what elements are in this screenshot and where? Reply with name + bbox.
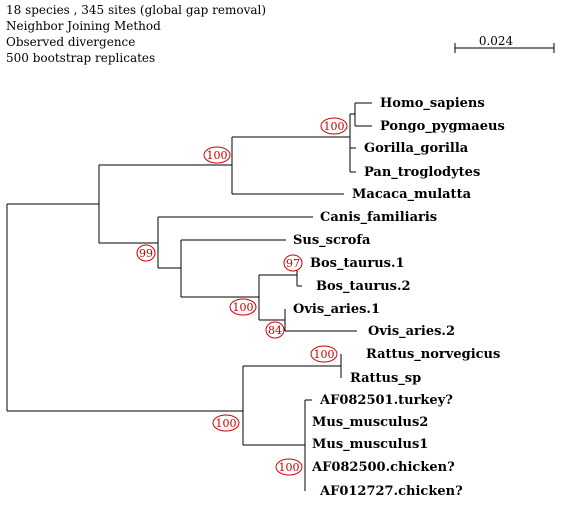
- bootstrap-value: 100: [320, 117, 348, 135]
- svg-text:97: 97: [286, 257, 300, 270]
- svg-text:100: 100: [233, 301, 254, 314]
- taxon-label: Canis_familiaris: [320, 210, 437, 225]
- taxon-label: Gorilla_gorilla: [364, 141, 469, 156]
- divergence-text: Observed divergence: [6, 35, 136, 49]
- bootstrap-value: 100: [229, 298, 257, 316]
- taxon-label: Homo_sapiens: [380, 96, 485, 111]
- tree-info: 18 species , 345 sites (global gap remov…: [6, 2, 266, 66]
- svg-text:99: 99: [139, 247, 153, 260]
- bootstrap-value: 100: [310, 345, 338, 363]
- species-sites-text: 18 species , 345 sites (global gap remov…: [6, 3, 267, 17]
- bootstrap-value: 100: [203, 146, 231, 164]
- taxon-label: AF082500.chicken?: [311, 460, 455, 475]
- bootstrap-value: 99: [136, 244, 156, 262]
- taxon-label: Bos_taurus.1: [310, 256, 405, 271]
- taxon-label: Rattus_norvegicus: [366, 347, 500, 362]
- taxon-label: AF082501.turkey?: [319, 393, 453, 408]
- bootstrap-replicates-text: 500 bootstrap replicates: [6, 51, 156, 65]
- bootstrap-value: 97: [283, 254, 303, 272]
- method-text: Neighbor Joining Method: [6, 19, 161, 33]
- taxon-label: Pan_troglodytes: [364, 165, 480, 180]
- taxon-label: Mus_musculus1: [312, 437, 428, 452]
- taxon-label: Bos_taurus.2: [316, 279, 411, 294]
- svg-text:100: 100: [314, 348, 335, 361]
- bootstrap-value: 100: [212, 414, 240, 432]
- taxon-label: Macaca_mulatta: [352, 187, 472, 202]
- svg-text:100: 100: [216, 417, 237, 430]
- taxon-label: Rattus_sp: [350, 371, 421, 386]
- svg-text:100: 100: [279, 461, 300, 474]
- bootstrap-value: 84: [265, 321, 285, 339]
- svg-text:84: 84: [268, 324, 282, 337]
- scale-bar: 0.024: [454, 34, 555, 53]
- taxon-label: Sus_scrofa: [293, 233, 371, 248]
- svg-text:100: 100: [324, 120, 345, 133]
- scale-bar-label: 0.024: [479, 34, 514, 48]
- taxon-label: Ovis_aries.1: [293, 302, 380, 317]
- taxon-label: AF012727.chicken?: [319, 484, 463, 499]
- bootstrap-value: 100: [275, 458, 303, 476]
- taxon-label: Mus_musculus2: [312, 415, 428, 430]
- taxon-label: Pongo_pygmaeus: [380, 119, 505, 134]
- svg-text:100: 100: [207, 149, 228, 162]
- taxon-label: Ovis_aries.2: [368, 324, 455, 339]
